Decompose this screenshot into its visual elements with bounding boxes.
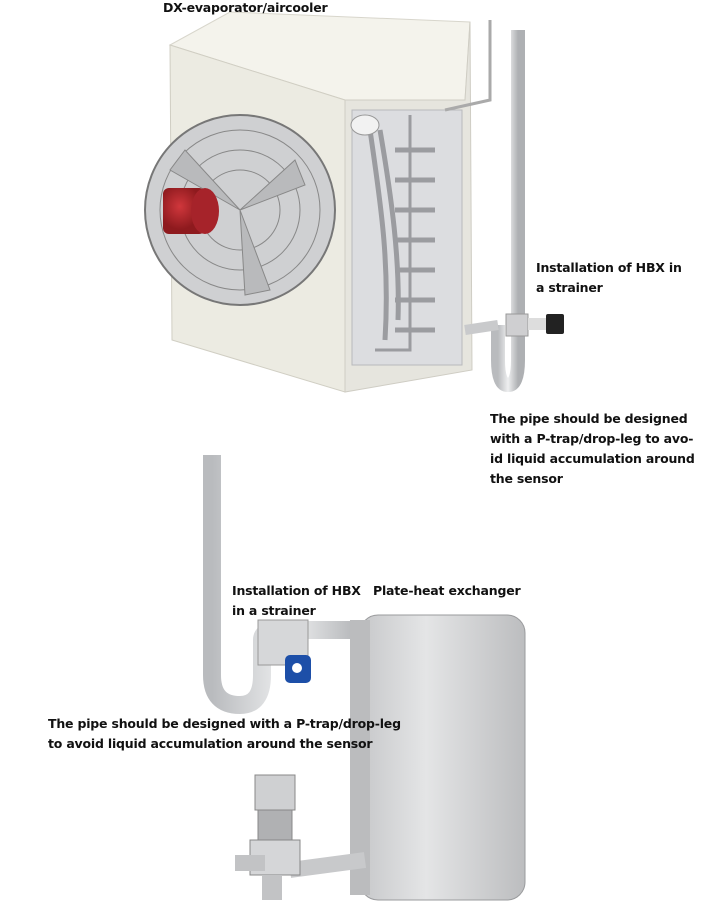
expansion-valve-icon: [235, 774, 301, 900]
bottom-install-label: Installation of HBX in a strainer: [232, 581, 361, 621]
dx-evaporator: [144, 11, 564, 393]
label-line: Installation of HBX: [232, 583, 361, 598]
hbx-sensor-icon: [546, 314, 564, 334]
label-line: a strainer: [536, 280, 603, 295]
coil-tubes: [367, 115, 435, 352]
bottom-pipe-note: The pipe should be designed with a P-tra…: [48, 714, 401, 754]
note-line: The pipe should be designed with a P-tra…: [48, 716, 401, 731]
plate-heat-exchanger-assembly: [203, 455, 526, 901]
note-line: with a P-trap/drop-leg to avo-: [490, 431, 694, 446]
fan-icon: [144, 114, 336, 306]
top-install-label: Installation of HBX in a strainer: [536, 258, 682, 298]
evaporator-title: DX-evaporator/aircooler: [163, 0, 328, 15]
exchanger-label: Plate-heat exchanger: [373, 583, 521, 598]
note-line: to avoid liquid accumulation around the …: [48, 736, 373, 751]
top-pipe-note: The pipe should be designed with a P-tra…: [490, 409, 695, 489]
note-line: id liquid accumulation around: [490, 451, 695, 466]
note-line: The pipe should be designed: [490, 411, 688, 426]
label-line: Installation of HBX in: [536, 260, 682, 275]
note-line: the sensor: [490, 471, 563, 486]
suction-pipe: [491, 30, 525, 393]
label-line: in a strainer: [232, 603, 316, 618]
